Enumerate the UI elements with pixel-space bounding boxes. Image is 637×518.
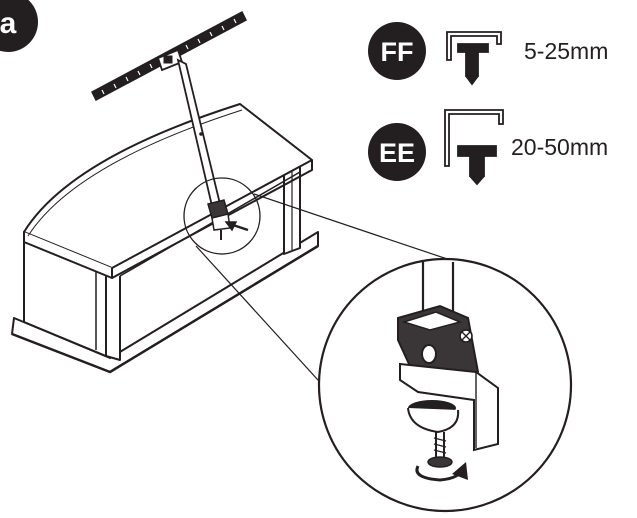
- clamp-range-label: 20-50mm: [511, 134, 608, 160]
- step-label: a: [0, 7, 17, 40]
- clamp-legend: FF 5-25mm EE 20-50mm: [368, 22, 608, 186]
- tv-stand: [11, 103, 319, 374]
- clamp-option-ff: FF 5-25mm: [368, 22, 608, 86]
- step-badge-circle: [0, 0, 38, 52]
- clamp-code-label: EE: [379, 138, 415, 168]
- clamp-code-label: FF: [381, 37, 414, 67]
- antenna-bar: [91, 10, 247, 102]
- clamp-code-badge: [368, 22, 426, 80]
- small-c-clamp-icon: [446, 31, 502, 86]
- zoom-knob: [427, 456, 453, 468]
- zoom-line-upper: [253, 193, 475, 269]
- step-badge: a: [0, 0, 38, 52]
- mounted-clamp: [207, 199, 249, 240]
- clamp-option-ee: EE 20-50mm: [368, 109, 608, 186]
- zoom-detail: [317, 257, 573, 513]
- large-c-clamp-icon: [444, 109, 504, 186]
- magnifier-source-circle: [183, 177, 261, 255]
- stand-top: [23, 103, 313, 269]
- stand-front-post: [105, 270, 121, 361]
- clamp-range-label: 5-25mm: [524, 38, 608, 64]
- clamp-code-badge: [368, 123, 426, 181]
- zoom-line-lower: [195, 245, 339, 403]
- zoom-c-clamp: [399, 362, 499, 452]
